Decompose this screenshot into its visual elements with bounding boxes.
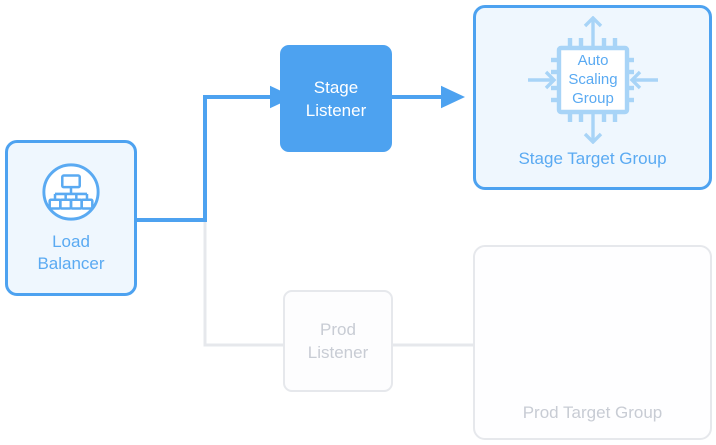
node-stage-target-group[interactable]: Auto Scaling Group Stage Target Group <box>473 5 712 190</box>
node-prod-listener[interactable]: Prod Listener <box>283 290 393 392</box>
load-balancer-label: Load Balancer <box>37 231 104 275</box>
stage-listener-label-line2: Listener <box>305 100 367 120</box>
load-balancer-hierarchy-icon <box>42 163 100 221</box>
connector-load-balancer-to-prod-listener <box>135 218 285 347</box>
node-prod-target-group[interactable]: Prod Target Group <box>473 245 712 440</box>
asg-inner-label-line3: Group <box>572 90 614 107</box>
connector-load-balancer-to-stage-listener <box>137 85 294 222</box>
auto-scaling-group-chip-icon: Auto Scaling Group <box>527 16 658 144</box>
load-balancer-label-line2: Balancer <box>37 254 105 273</box>
prod-target-group-label: Prod Target Group <box>522 403 663 422</box>
asg-inner-label-line2: Scaling <box>568 71 617 88</box>
node-stage-listener[interactable]: Stage Listener <box>280 45 392 152</box>
prod-listener-label-line1: Prod <box>320 320 356 339</box>
load-balancer-label-line1: Load <box>52 232 90 251</box>
prod-listener-label-line2: Listener <box>307 343 369 362</box>
prod-listener-label: Prod Listener <box>308 318 368 364</box>
node-load-balancer[interactable]: Load Balancer <box>5 140 137 296</box>
stage-listener-label: Stage Listener <box>306 76 366 122</box>
asg-inner-label-line1: Auto <box>577 52 608 69</box>
stage-target-group-label: Stage Target Group <box>518 149 667 168</box>
stage-listener-label-line1: Stage <box>313 77 359 97</box>
